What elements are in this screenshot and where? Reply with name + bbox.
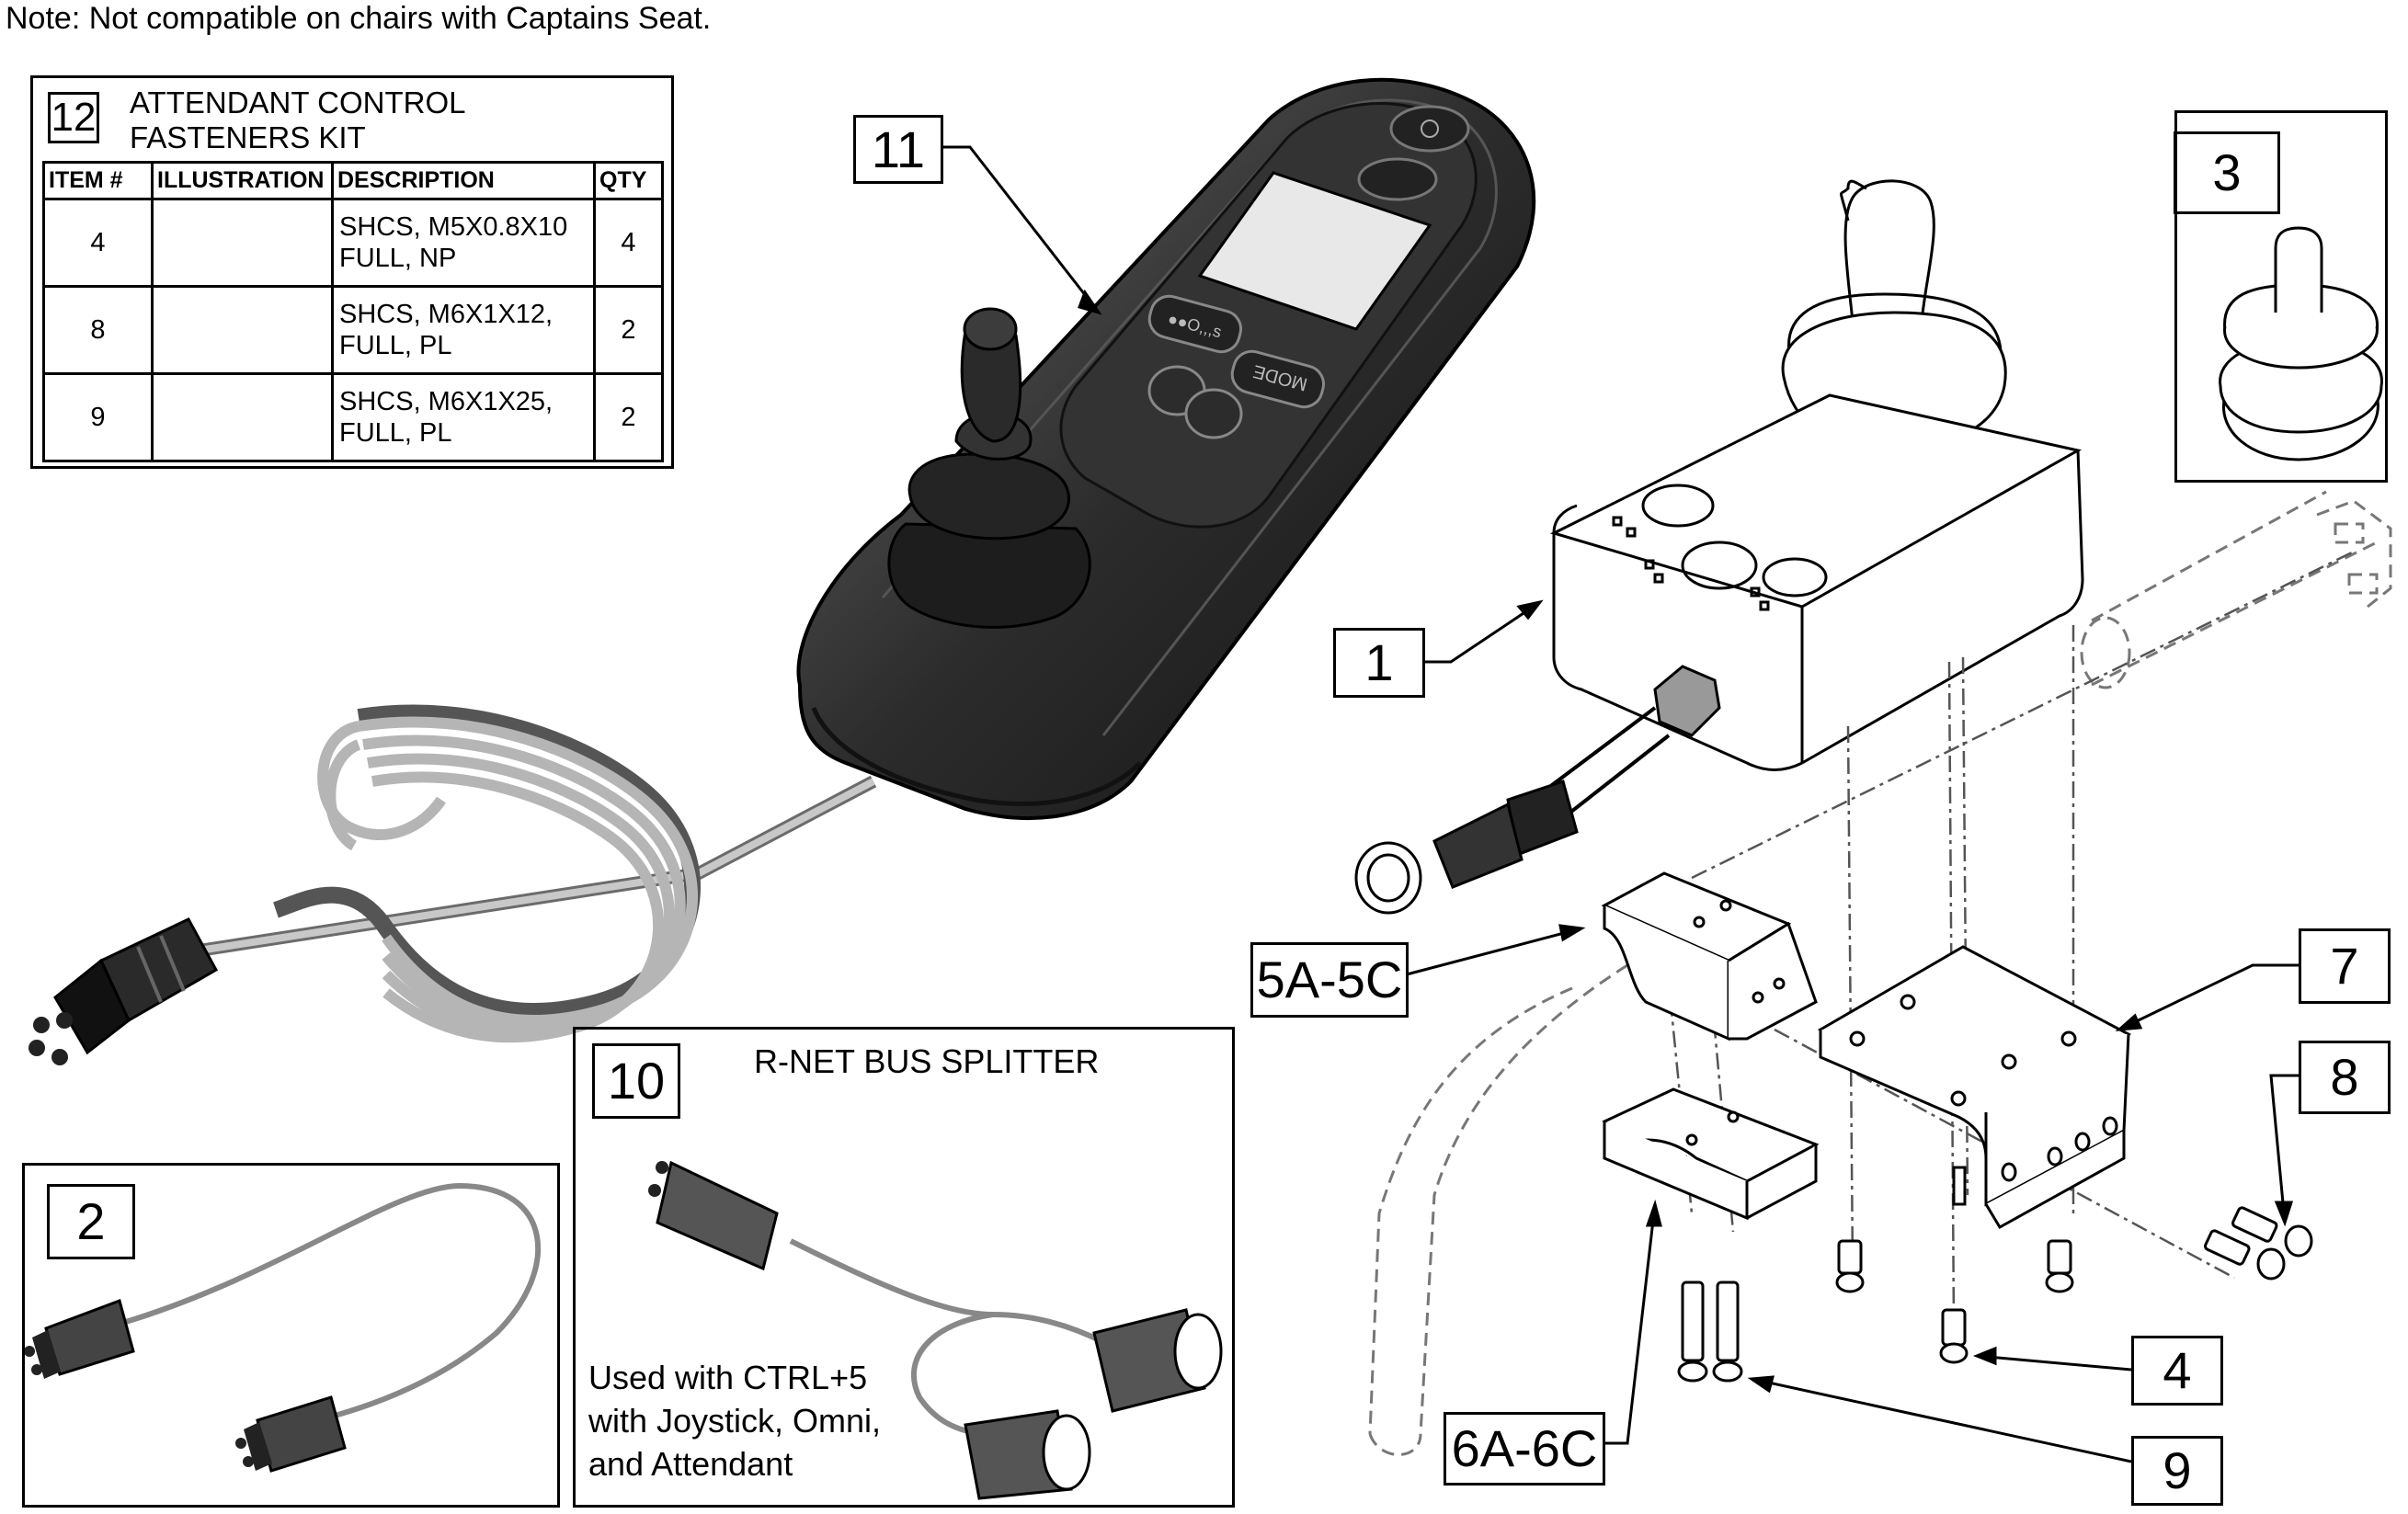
bus-splitter-10-illustration <box>648 1160 1223 1500</box>
kit-title-line1: ATTENDANT CONTROL <box>130 85 466 120</box>
leader-11 <box>942 145 1102 315</box>
hand-controller-illustration: ●●O,,,s MODE <box>29 77 1536 1065</box>
table-row: 9 SHCS, M6X1X25,FULL, PL 2 <box>42 372 664 462</box>
callout-7: 7 <box>2299 928 2391 1004</box>
callout-9: 9 <box>2131 1436 2223 1506</box>
callout-1: 1 <box>1333 628 1425 698</box>
leader-9 <box>1747 1375 2132 1463</box>
parts-table: ITEM # ILLUSTRATION DESCRIPTION QTY 4 SH… <box>42 161 664 462</box>
callout-11: 11 <box>853 115 943 184</box>
panel-10-number: 10 <box>592 1043 680 1119</box>
callout-3: 3 <box>2174 131 2280 214</box>
row-qty: 2 <box>593 285 664 375</box>
compatibility-note: Note: Not compatible on chairs with Capt… <box>6 1 712 36</box>
panel-3-frame <box>2174 110 2388 483</box>
panel-2-number: 2 <box>47 1184 135 1259</box>
callout-5a-5c: 5A-5C <box>1250 942 1409 1018</box>
col-illustration: ILLUSTRATION <box>151 161 334 200</box>
panel-2-frame: 2 <box>22 1163 560 1508</box>
row-illustration <box>151 285 334 375</box>
row-item: 9 <box>42 372 154 462</box>
row-item: 8 <box>42 285 154 375</box>
kit-title-line2: FASTENERS KIT <box>130 120 366 154</box>
row-illustration <box>151 198 334 288</box>
row-qty: 4 <box>593 198 664 288</box>
splitter-note: Used with CTRL+5 with Joystick, Omni, an… <box>588 1359 882 1483</box>
leader-4 <box>1972 1346 2132 1372</box>
clamp-upper-5 <box>1601 871 1818 1042</box>
leader-8 <box>2269 1074 2299 1227</box>
clamp-lower-6 <box>1602 1087 1820 1221</box>
fasteners-kit-table: 12 ATTENDANT CONTROL FASTENERS KIT ITEM … <box>30 75 674 469</box>
panel-10-frame: 10 R-NET BUS SPLITTER Used with CTRL+5 w… <box>573 1027 1235 1508</box>
col-qty: QTY <box>593 161 664 200</box>
col-item: ITEM # <box>42 161 154 200</box>
kit-item-number: 12 <box>48 92 99 143</box>
attendant-control-illustration <box>1354 179 2084 915</box>
callout-8: 8 <box>2299 1041 2391 1114</box>
row-item: 4 <box>42 198 154 288</box>
splitter-title: R-NET BUS SPLITTER <box>754 1042 1100 1080</box>
armrest-tube-outline <box>1368 490 2392 1456</box>
bracket-7 <box>1817 945 2132 1230</box>
joystick-knob-3 <box>2219 226 2383 461</box>
row-qty: 2 <box>593 372 664 462</box>
callout-6a-6c: 6A-6C <box>1444 1412 1605 1486</box>
col-description: DESCRIPTION <box>331 161 596 200</box>
row-illustration <box>151 372 334 462</box>
table-header-row: ITEM # ILLUSTRATION DESCRIPTION QTY <box>42 161 664 200</box>
row-description: SHCS, M6X1X25,FULL, PL <box>331 372 596 462</box>
extension-cable-2-illustration <box>24 1182 542 1473</box>
callout-4: 4 <box>2131 1336 2223 1406</box>
leader-1 <box>1423 599 1544 664</box>
screws <box>1677 1206 2313 1383</box>
leader-5 <box>1406 924 1586 976</box>
row-description: SHCS, M6X1X12,FULL, PL <box>331 285 596 375</box>
leader-7 <box>2115 963 2299 1031</box>
leader-6 <box>1604 1199 1662 1445</box>
kit-title: ATTENDANT CONTROL FASTENERS KIT <box>130 85 465 155</box>
table-row: 8 SHCS, M6X1X12,FULL, PL 2 <box>42 285 664 375</box>
